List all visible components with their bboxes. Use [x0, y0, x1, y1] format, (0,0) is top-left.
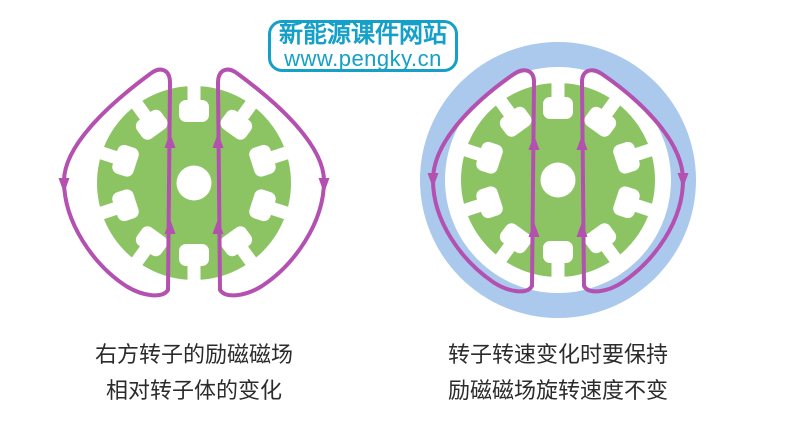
rotor-gear-icon — [94, 83, 294, 283]
caption-right-line2: 励磁磁场旋转速度不变 — [447, 378, 668, 403]
site-url: www.pengky.cn — [284, 46, 442, 72]
caption-left-line1: 右方转子的励磁磁场 — [94, 342, 293, 367]
rotor-flux-diagram-right — [420, 42, 696, 318]
rotor-shaft-hole — [176, 165, 212, 201]
rotor-gear-icon — [458, 80, 658, 280]
rotor-shaft-hole — [540, 162, 576, 198]
site-name: 新能源课件网站 — [279, 20, 447, 48]
flux-lines-icon — [58, 67, 330, 298]
caption-right-line1: 转子转速变化时要保持 — [447, 342, 668, 367]
rotor-flux-diagram-left — [58, 67, 330, 298]
caption-left: 右方转子的励磁磁场 相对转子体的变化 — [54, 337, 334, 409]
caption-left-line2: 相对转子体的变化 — [105, 378, 282, 403]
site-badge: 新能源课件网站 www.pengky.cn — [268, 20, 458, 72]
flux-lines-icon — [427, 68, 689, 294]
caption-right: 转子转速变化时要保持 励磁磁场旋转速度不变 — [408, 337, 708, 409]
